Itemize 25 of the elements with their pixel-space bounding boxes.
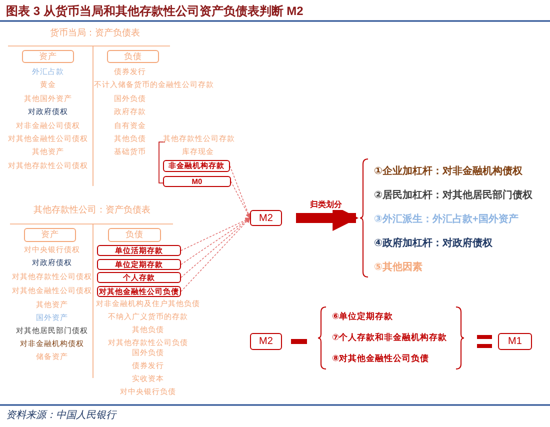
result-box: M2 — [250, 210, 282, 226]
header-box: 负债 — [107, 50, 159, 63]
list-item: ⑧对其他金融性公司负债 — [332, 353, 430, 366]
list-item: ⑤其他因素 — [374, 260, 422, 274]
table-heading: 其他存款性公司：资产负债表 — [34, 204, 150, 216]
header-box: 负债 — [108, 228, 161, 242]
dashed-arrow — [180, 218, 250, 278]
dashed-arrow — [180, 218, 250, 292]
result-box: M2 — [250, 333, 282, 350]
title: 图表 3 从货币当局和其他存款性公司资产负债表判断 M2 — [6, 3, 304, 20]
result-box: M1 — [498, 333, 532, 350]
list-item: ④政府加杠杆：对政府债权 — [374, 236, 492, 250]
list-item: ①企业加杠杆：对非金融机构债权 — [374, 164, 522, 178]
table-heading: 货币当局：资产负债表 — [50, 26, 140, 40]
dashed-arrow — [230, 181, 250, 218]
list-item: ③外汇派生：外汇占款+国外资产 — [374, 212, 518, 226]
header-box: 资产 — [22, 50, 74, 63]
list-item: ⑦个人存款和非金融机构存款 — [332, 332, 448, 344]
list-item: ②居民加杠杆：对其他居民部门债权 — [374, 188, 532, 202]
edge-label: 归类划分 — [309, 199, 343, 210]
dashed-arrow — [180, 218, 250, 251]
caption: 资料来源：中国人民银行 — [6, 408, 116, 422]
dashed-arrow — [180, 218, 250, 265]
header-box: 资产 — [24, 228, 76, 242]
list-item: ⑥单位定期存款 — [332, 310, 394, 323]
